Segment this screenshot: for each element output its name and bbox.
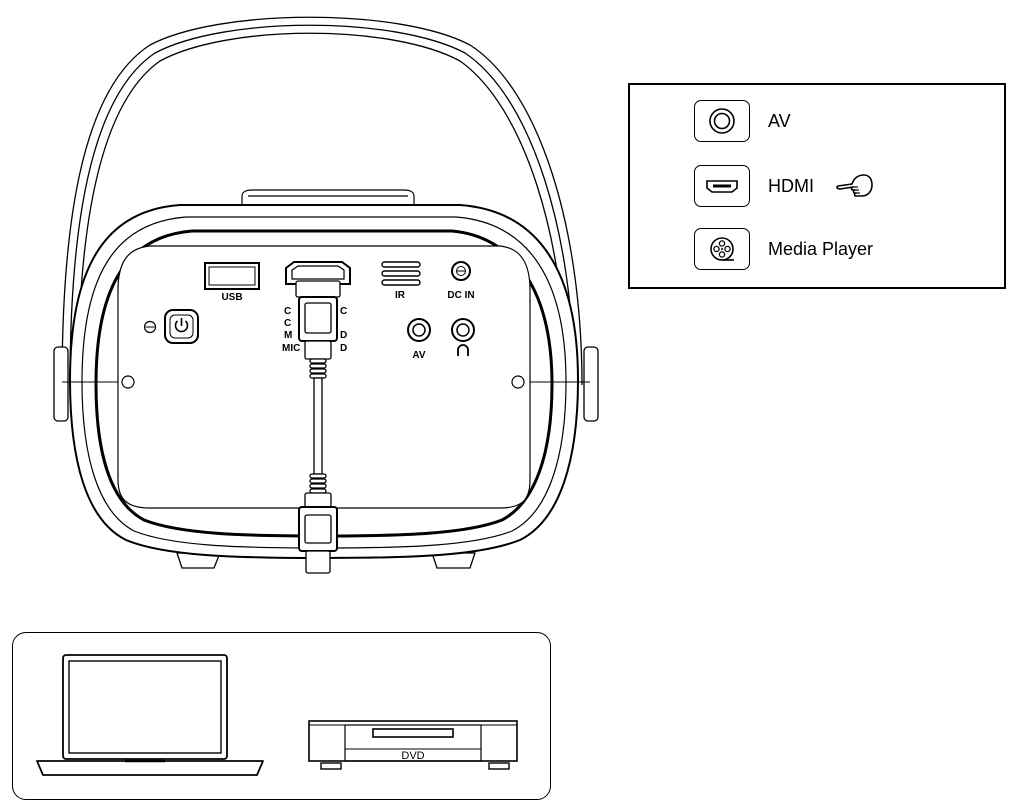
hdmi-port-icon <box>694 165 750 207</box>
pointing-hand-icon <box>836 174 873 197</box>
usb-port: USB <box>204 262 260 303</box>
usb-label: USB <box>221 292 242 303</box>
av-jack: AV <box>407 318 431 361</box>
handle-hinges <box>53 346 599 422</box>
hdmi-cable <box>295 280 341 574</box>
svg-text:C: C <box>284 306 291 317</box>
av-label: AV <box>412 350 425 361</box>
source-devices-panel: DVD <box>12 632 551 800</box>
dc-in-label: DC IN <box>447 290 474 301</box>
hd-label-partial: D <box>340 343 347 354</box>
dvd-label: DVD <box>401 750 424 762</box>
dc-in-port: DC IN <box>447 261 475 301</box>
svg-text:C: C <box>284 318 291 329</box>
menu-item-av-label: AV <box>768 110 791 131</box>
menu-item-hdmi[interactable]: HDMI <box>694 164 874 208</box>
carry-handle <box>61 16 583 386</box>
micro-sd-labels: MIC D D C C C M <box>282 306 347 354</box>
ir-label: IR <box>395 290 406 301</box>
menu-item-media-player-label: Media Player <box>768 238 874 259</box>
source-menu-panel: AV HDMI Med <box>628 83 1006 289</box>
laptop-icon <box>36 654 264 776</box>
svg-text:D: D <box>340 330 347 341</box>
headphone-jack <box>451 318 475 356</box>
menu-item-hdmi-label: HDMI <box>768 175 814 196</box>
film-reel-icon <box>694 228 750 270</box>
ir-receiver: IR <box>381 261 421 301</box>
mic-label: MIC <box>282 343 300 354</box>
power-button <box>143 309 199 344</box>
power-icon <box>174 320 189 333</box>
menu-item-av[interactable]: AV <box>694 99 791 143</box>
svg-text:C: C <box>340 306 347 317</box>
svg-text:M: M <box>284 330 292 341</box>
top-button <box>241 189 415 205</box>
menu-item-media-player[interactable]: Media Player <box>694 227 873 271</box>
projector-diagram: USB IR DC IN AV MIC D D C C C M <box>53 16 599 574</box>
dvd-player-icon: DVD <box>308 720 518 770</box>
headphone-icon <box>457 344 469 356</box>
av-jack-icon <box>694 100 750 142</box>
hdmi-port <box>285 261 351 285</box>
